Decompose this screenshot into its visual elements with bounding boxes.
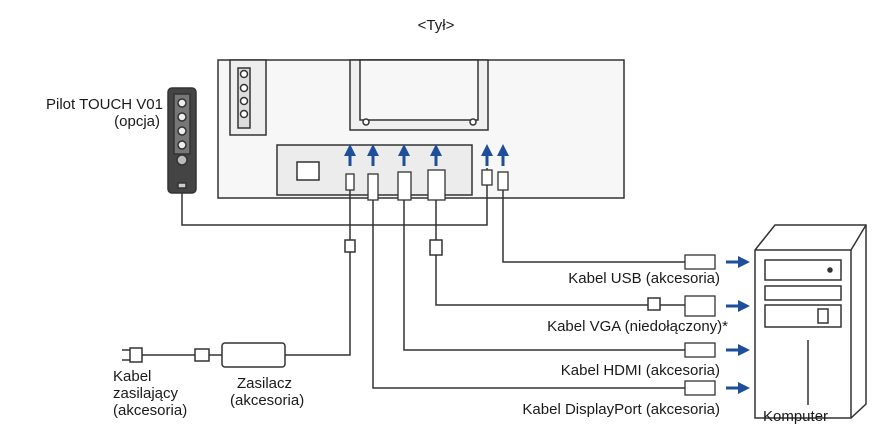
remote-label-note: (opcja) bbox=[114, 113, 160, 130]
vga-cable-label: Kabel VGA (niedołączony)* bbox=[547, 318, 728, 335]
port-connectors bbox=[345, 169, 509, 201]
computer-label: Komputer bbox=[763, 408, 829, 425]
adapter-label-note: (akcesoria) bbox=[230, 392, 305, 409]
power-cable-label: Kabel bbox=[113, 368, 152, 385]
adapter-label: Zasilacz bbox=[237, 375, 293, 392]
view-title: <Tył> bbox=[417, 17, 455, 34]
cable-lines bbox=[181, 168, 685, 389]
cable-end-connectors bbox=[684, 254, 716, 396]
power-cable-label-2: zasilający bbox=[113, 385, 179, 402]
remote-label: Pilot TOUCH V01 bbox=[46, 96, 163, 113]
hdmi-cable-label: Kabel HDMI (akcesoria) bbox=[560, 362, 720, 379]
usb-cable-label: Kabel USB (akcesoria) bbox=[568, 270, 720, 287]
input-arrows bbox=[344, 144, 509, 166]
power-adapter bbox=[122, 342, 286, 368]
computer-tower bbox=[754, 224, 867, 419]
touch-remote-illustration bbox=[167, 87, 197, 194]
power-cable-label-3: (akcesoria) bbox=[113, 402, 188, 419]
output-arrows bbox=[726, 256, 750, 394]
displayport-cable-label: Kabel DisplayPort (akcesoria) bbox=[522, 401, 720, 418]
monitor-back bbox=[217, 59, 625, 199]
